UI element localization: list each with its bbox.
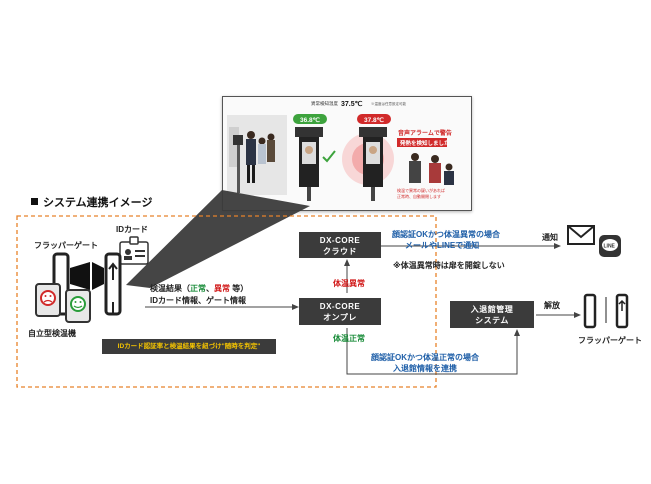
notify-line1: 顔認証OKかつ体温異常の場合 <box>392 230 500 239</box>
section-title-marker <box>31 198 38 205</box>
temp-abnormal-label: 体温異常 <box>333 279 365 288</box>
line-logo-text: LINE <box>604 244 616 250</box>
photo-header-label: 異常検知温度 <box>311 100 338 107</box>
flapper-gate-right-label: フラッパーゲート <box>578 336 642 345</box>
access-system-box: 入退館管理 システム <box>450 301 534 328</box>
release-label: 解放 <box>544 301 560 310</box>
notify-line2: メールやLINEで通知 <box>405 241 480 250</box>
dx-core-onprem-box: DX-CORE オンプレ <box>299 298 381 325</box>
standalone-device-label: 自立型検温機 <box>28 329 76 338</box>
standalone-device-icon <box>35 283 91 323</box>
section-title: システム連携イメージ <box>43 197 153 209</box>
photo-illustration: 異常検知温度 37.5℃ ※温度は任意設定可能 36.8℃ 37.8℃ <box>227 100 454 201</box>
id-card-label: IDカード <box>116 225 148 234</box>
flapper-gate-left-label: フラッパーゲート <box>34 241 98 250</box>
result-normal: 正常 <box>190 284 206 293</box>
line-icon: LINE <box>599 235 621 257</box>
mail-icon <box>567 225 595 245</box>
access-system-sub: システム <box>475 316 509 325</box>
photo-temp-ng: 37.8℃ <box>364 116 385 124</box>
coop-line1: 顔認証OKかつ体温正常の場合 <box>371 353 479 362</box>
photo-temp-ok: 36.8℃ <box>300 116 321 124</box>
dx-core-cloud-box: DX-CORE クラウド <box>299 232 381 258</box>
flapper-gate-right-icon <box>583 293 629 329</box>
photo-header-note: ※温度は任意設定可能 <box>371 101 406 106</box>
coop-line2: 入退館情報を連携 <box>393 364 457 373</box>
photo-alarm-line1: 音声アラームで警告 <box>398 129 452 137</box>
temp-normal-label: 体温正常 <box>333 334 365 343</box>
dx-core-cloud-title: DX-CORE <box>319 236 361 245</box>
result-suffix: 等） <box>230 284 249 293</box>
access-system-title: 入退館管理 <box>470 305 514 314</box>
dx-core-onprem-title: DX-CORE <box>319 302 361 311</box>
note-abnormal: ※体温異常時は扉を開錠しない <box>393 261 505 270</box>
callout-box: IDカード認証率と検温結果を紐づけ"随時を判定" <box>102 339 276 354</box>
id-card-icon <box>119 236 149 265</box>
photo-footer-note2: 正常時、自動開閉します <box>397 193 441 199</box>
dx-core-onprem-sub: オンプレ <box>323 313 357 322</box>
result-abnormal: 異常 <box>214 284 230 293</box>
dx-core-cloud-sub: クラウド <box>323 247 357 256</box>
photo-panel: 異常検知温度 37.5℃ ※温度は任意設定可能 36.8℃ 37.8℃ <box>222 96 472 211</box>
result-prefix: 検温結果（ <box>150 284 190 293</box>
result-sep: 、 <box>206 284 214 293</box>
photo-header-temp: 37.5℃ <box>341 100 363 108</box>
notify-label: 通知 <box>542 233 558 242</box>
photo-footer-note1: 検温で異常の疑いがあれば <box>397 187 445 193</box>
result-text: 検温結果（正常、異常 等） <box>150 283 248 294</box>
id-gate-info: IDカード情報、ゲート情報 <box>150 296 246 305</box>
photo-alarm-line2: 発熱を検知しました <box>400 139 450 147</box>
